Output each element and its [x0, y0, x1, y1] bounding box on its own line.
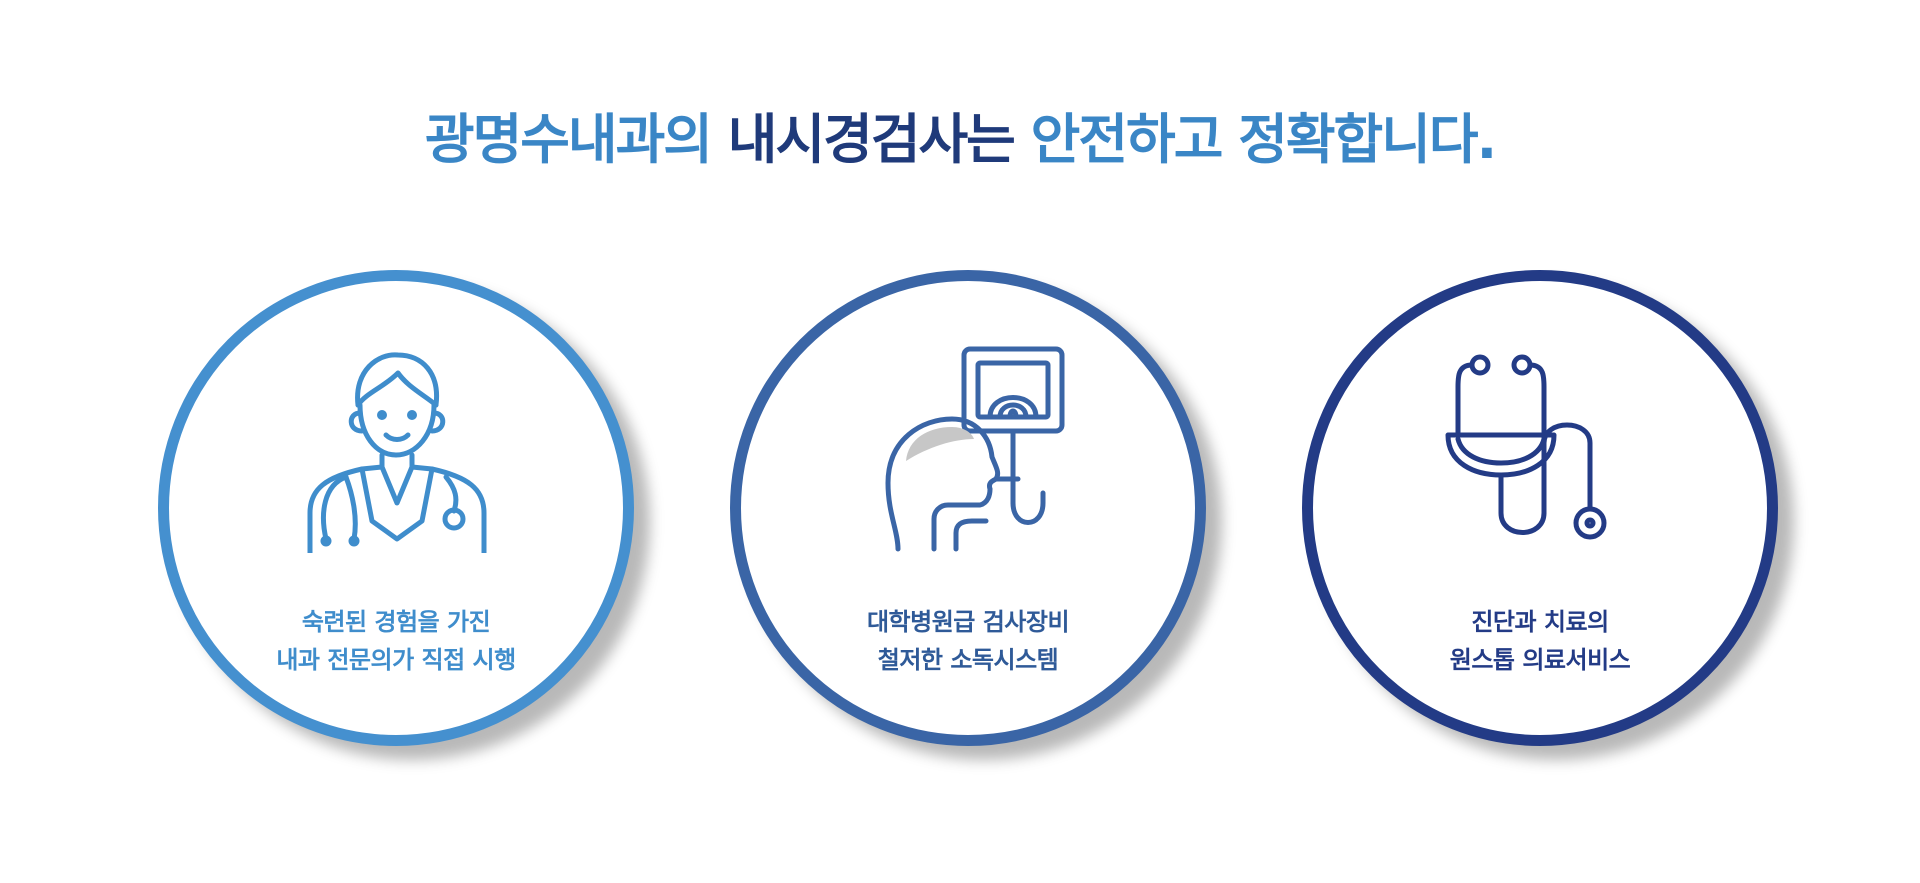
- feature-card-equipment: 대학병원급 검사장비 철저한 소독시스템: [730, 270, 1206, 746]
- endoscopy-monitor-icon: [885, 346, 1065, 552]
- feature-caption-line-1: 숙련된 경험을 가진: [301, 608, 491, 636]
- page-title: 광명수내과의 내시경검사는 안전하고 정확합니다.: [0, 108, 1920, 173]
- stethoscope-icon: [1445, 354, 1607, 540]
- headline-part-1: 광명수내과의: [424, 108, 728, 172]
- headline-part-3: 안전하고 정확합니다.: [1030, 108, 1497, 172]
- feature-caption-line-2: 원스톱 의료서비스: [1449, 646, 1631, 675]
- feature-caption-line-2: 철저한 소독시스템: [877, 646, 1059, 675]
- feature-card-service: 진단과 치료의 원스톱 의료서비스: [1302, 270, 1778, 746]
- feature-card-doctor: 숙련된 경험을 가진 내과 전문의가 직접 시행: [158, 270, 634, 746]
- feature-caption-service: 진단과 치료의 원스톱 의료서비스: [1313, 603, 1767, 680]
- feature-caption-line-2: 내과 전문의가 직접 시행: [276, 646, 516, 675]
- feature-caption-line-1: 진단과 치료의: [1471, 608, 1609, 636]
- feature-caption-equipment: 대학병원급 검사장비 철저한 소독시스템: [741, 603, 1195, 680]
- headline-part-2: 내시경검사는: [727, 108, 1031, 172]
- feature-caption-line-1: 대학병원급 검사장비: [866, 608, 1070, 636]
- doctor-icon: [307, 352, 487, 553]
- feature-caption-doctor: 숙련된 경험을 가진 내과 전문의가 직접 시행: [169, 603, 623, 680]
